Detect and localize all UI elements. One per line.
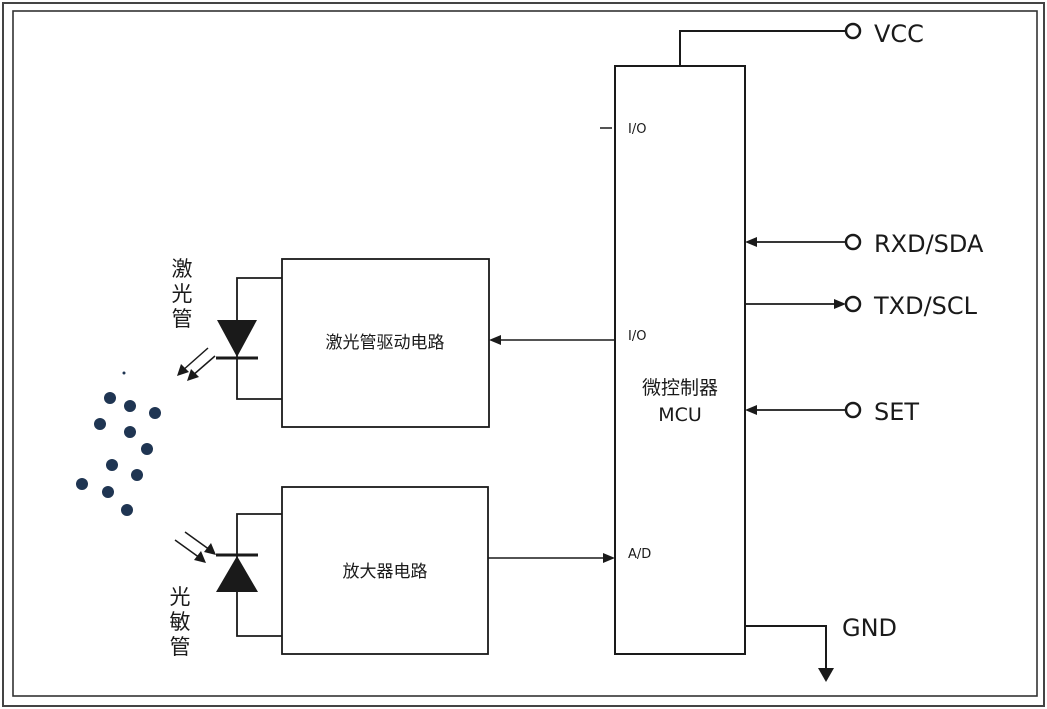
amp-to-ad-arrow <box>603 553 615 563</box>
laser-ray-1-head <box>177 364 189 376</box>
mcu-name-cn: 微控制器 <box>642 377 718 399</box>
vcc-terminal <box>844 22 862 40</box>
particle <box>106 459 118 471</box>
vcc-line <box>679 30 846 66</box>
laser-label-3: 管 <box>172 307 193 331</box>
inner-border <box>12 10 1038 697</box>
particle <box>94 418 106 430</box>
particle <box>149 407 161 419</box>
receiver-ray-1 <box>174 539 201 559</box>
particle <box>76 478 88 490</box>
particle-cloud <box>76 371 161 516</box>
particle <box>124 400 136 412</box>
set-arrow <box>745 405 757 415</box>
photodiode-icon <box>216 556 258 592</box>
laser-ray-2 <box>191 355 216 377</box>
txd-arrow <box>834 299 846 309</box>
particle <box>104 392 116 404</box>
laser-ray-2-head <box>187 369 199 381</box>
laser-label-2: 光 <box>172 282 193 306</box>
particle <box>122 371 126 375</box>
receiver-label-1: 光 <box>170 585 191 609</box>
gnd-symbol <box>818 668 834 682</box>
mcu-pin-ad: A/D <box>628 547 651 562</box>
laser-label-1: 激 <box>172 257 193 281</box>
rxd-label: RXD/SDA <box>874 230 984 258</box>
set-terminal <box>844 401 862 419</box>
mcu-pin-io-mid: I/O <box>628 329 646 344</box>
laser-driver-label: 激光管驱动电路 <box>326 333 445 353</box>
txd-terminal <box>844 295 862 313</box>
receiver-label-3: 管 <box>170 635 191 659</box>
io-to-driver-arrow <box>489 335 501 345</box>
amplifier-label: 放大器电路 <box>343 562 428 582</box>
vcc-label: VCC <box>874 20 924 48</box>
particle <box>121 504 133 516</box>
receiver-label-2: 敏 <box>170 610 191 634</box>
set-label: SET <box>874 398 919 426</box>
receiver-ray-2-head <box>204 543 216 555</box>
mcu-pin-io-top: I/O <box>628 122 646 137</box>
laser-driver-block <box>281 258 490 428</box>
amplifier-block <box>281 486 489 655</box>
particle <box>124 426 136 438</box>
gnd-line <box>745 625 827 668</box>
mcu-block <box>614 65 746 655</box>
gnd-label: GND <box>842 614 897 642</box>
rxd-arrow <box>745 237 757 247</box>
receiver-ray-1-head <box>194 551 206 563</box>
mcu-name-en: MCU <box>658 404 702 426</box>
rxd-terminal <box>844 233 862 251</box>
laser-ray-1 <box>181 347 209 372</box>
txd-label: TXD/SCL <box>873 292 978 320</box>
particle <box>141 443 153 455</box>
receiver-ray-2 <box>184 531 211 551</box>
particle <box>131 469 143 481</box>
particle <box>102 486 114 498</box>
laser-diode-icon <box>217 320 257 357</box>
